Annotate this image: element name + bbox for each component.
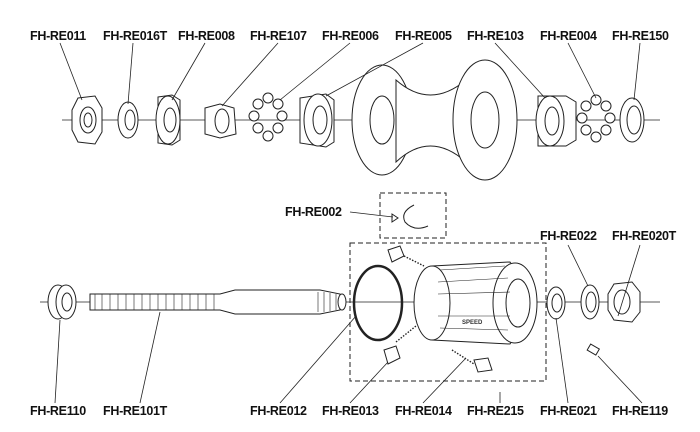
part-label-fh-re013: FH-RE013 [322, 404, 379, 418]
pawl-fh-re013 [383, 245, 405, 365]
end-cap-fh-re110 [47, 284, 77, 320]
pawl-spring-fh-re002 [349, 204, 429, 229]
part-label-fh-re011: FH-RE011 [30, 29, 86, 43]
freehub-logo: SPEED [462, 320, 483, 326]
part-label-fh-re101t: FH-RE101T [103, 404, 167, 418]
bearing-balls-fh-re004 [576, 94, 616, 143]
cone-fh-re008 [155, 94, 181, 146]
part-label-fh-re107: FH-RE107 [250, 29, 307, 43]
part-label-fh-re110: FH-RE110 [30, 404, 86, 418]
washer-fh-re150 [619, 97, 645, 143]
part-label-fh-re016t: FH-RE016T [103, 29, 167, 43]
part-label-fh-re022: FH-RE022 [540, 229, 597, 243]
bottom-leader-lines [54, 244, 643, 404]
part-label-fh-re215: FH-RE215 [467, 404, 524, 418]
part-label-fh-re014: FH-RE014 [395, 404, 452, 418]
part-label-fh-re005: FH-RE005 [395, 29, 452, 43]
pawl-spring-box [379, 192, 447, 239]
part-label-fh-re020t: FH-RE020T [612, 229, 676, 243]
part-label-fh-re012: FH-RE012 [250, 404, 307, 418]
freehub-body-fh-re215: SPEED [413, 261, 538, 345]
part-label-fh-re008: FH-RE008 [178, 29, 235, 43]
washer-fh-re016t [117, 101, 139, 139]
dust-cap-fh-re005 [299, 93, 335, 148]
part-label-fh-re004: FH-RE004 [540, 29, 597, 43]
bearing-balls-fh-re006 [248, 92, 288, 142]
freehub-box [349, 242, 547, 382]
axle-fh-re101t [89, 289, 347, 315]
end-nut-fh-re020t [607, 281, 641, 323]
washer-fh-re022 [580, 284, 600, 320]
set-screw-fh-re119 [586, 343, 601, 356]
o-ring-fh-re012 [352, 264, 404, 342]
washer-fh-re021 [546, 286, 566, 320]
part-label-fh-re006: FH-RE006 [322, 29, 379, 43]
part-label-fh-re002: FH-RE002 [285, 205, 342, 219]
bearing-fh-re103 [535, 95, 577, 147]
locknut-fh-re011 [71, 95, 103, 145]
hub-shell [351, 59, 518, 181]
part-label-fh-re150: FH-RE150 [612, 29, 669, 43]
part-label-fh-re103: FH-RE103 [467, 29, 524, 43]
pawl-fh-re215-small [473, 357, 493, 373]
pawl-springs-fh-re014 [395, 255, 475, 365]
cone-fh-re107 [204, 103, 237, 139]
part-label-fh-re021: FH-RE021 [540, 404, 597, 418]
part-label-fh-re119: FH-RE119 [612, 404, 668, 418]
top-leader-lines [59, 42, 641, 107]
